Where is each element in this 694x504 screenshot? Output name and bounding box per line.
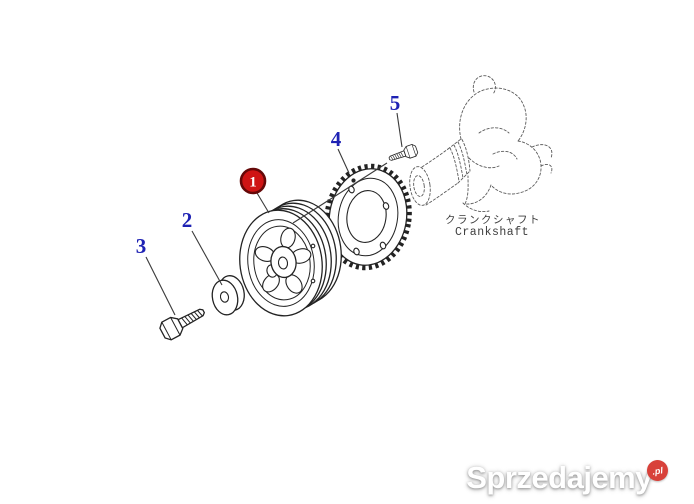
callout-1-circle [239,167,267,195]
watermark: Sprzedajemy .pl [466,458,670,496]
pulley-part [239,199,342,317]
callout-4-number: 4 [331,127,342,151]
washer-part [211,275,245,316]
timing-mark-dot [351,178,356,183]
caption-japanese: クランクシャフト [445,214,541,226]
watermark-brand-text: Sprzedajemy [466,459,652,495]
callout-3-number: 3 [136,234,147,258]
callout-1-number: 1 [249,175,257,191]
ring-gear-part [324,163,412,271]
callout-5-number: 5 [390,91,401,115]
bolt-part-5 [386,143,420,166]
callout-leader-lines [145,112,403,316]
bolt-part-3 [157,301,209,343]
callout-1-badge: 1 [239,167,267,195]
callout-2-number: 2 [182,208,193,232]
crankshaft-sketch [409,75,553,213]
assembly-axis-line [292,162,388,224]
caption-english: Crankshaft [455,226,529,239]
